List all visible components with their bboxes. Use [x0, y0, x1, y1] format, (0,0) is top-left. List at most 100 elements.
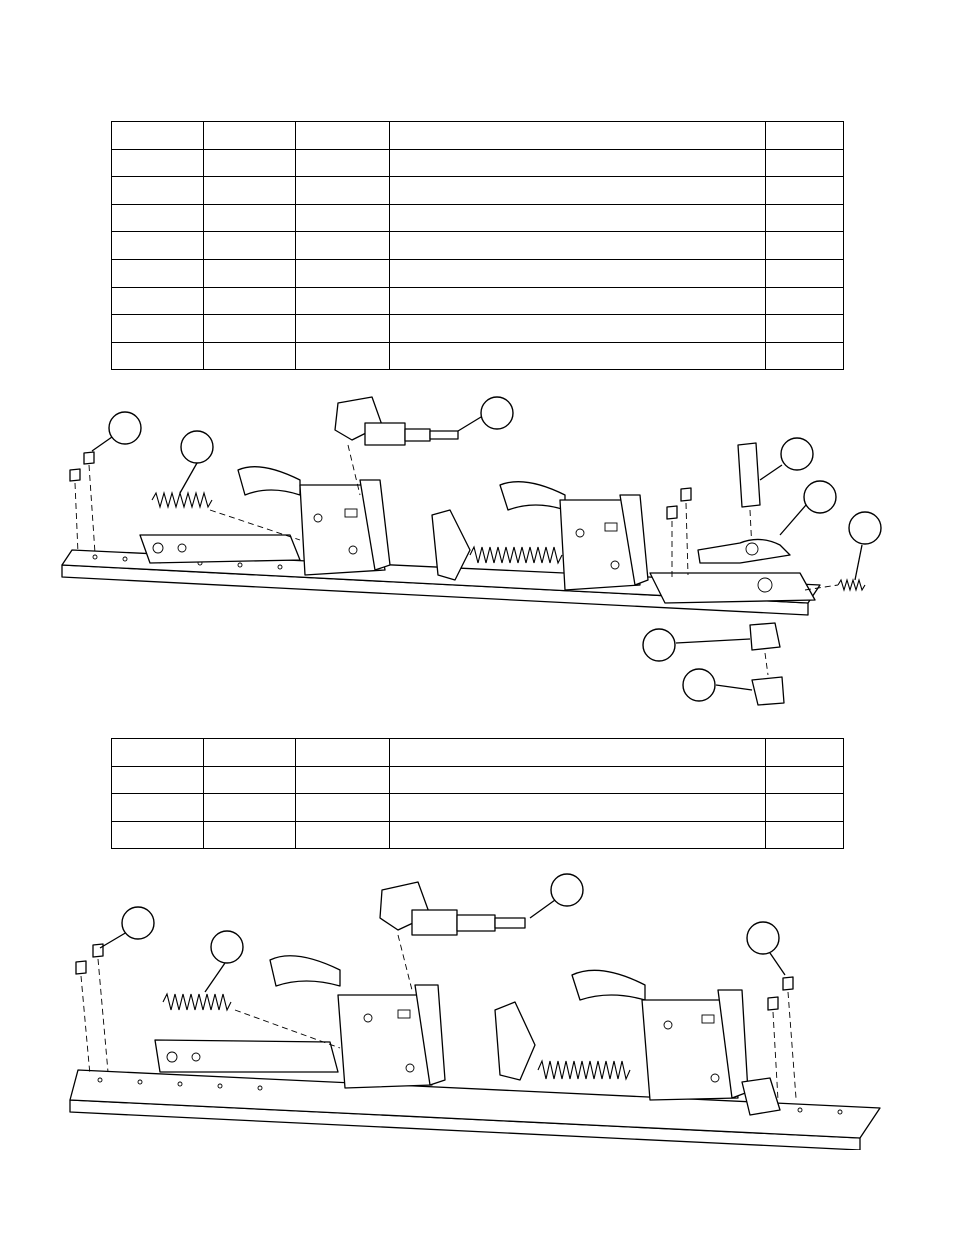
- cam-plate: [697, 538, 791, 564]
- table-cell: [203, 121, 296, 150]
- actuator-cylinder: [334, 396, 459, 496]
- middle-bracket: [431, 509, 471, 581]
- table-row: [111, 176, 844, 205]
- slider-arm: [154, 1039, 339, 1073]
- parts-table-bottom: [111, 738, 844, 850]
- table-cell: [111, 341, 204, 371]
- table-cell: [111, 203, 204, 233]
- callout-balloon: [746, 921, 780, 955]
- callout-balloon: [180, 430, 214, 464]
- hex-pin: [737, 442, 761, 551]
- table-cell: [389, 176, 766, 205]
- table-cell: [295, 121, 390, 150]
- return-spring: [151, 490, 301, 541]
- table-cell: [765, 231, 844, 260]
- table-cell: [765, 148, 844, 178]
- table-cell: [389, 793, 766, 822]
- table-cell: [295, 148, 390, 178]
- table-row: [111, 286, 844, 316]
- table-cell: [389, 738, 766, 767]
- table-cell: [203, 176, 296, 205]
- table-cell: [295, 820, 390, 850]
- table-cell: [203, 148, 296, 178]
- screws-left: [69, 451, 96, 554]
- table-row: [111, 793, 844, 822]
- table-cell: [111, 176, 204, 205]
- table-row: [111, 148, 844, 178]
- small-spring: [804, 578, 866, 592]
- callout-balloon: [848, 511, 882, 545]
- table-cell: [203, 765, 296, 795]
- callout-balloon: [480, 396, 514, 430]
- table-cell: [765, 203, 844, 233]
- table-cell: [111, 314, 204, 343]
- table-row: [111, 203, 844, 233]
- parts-table-top-body: [111, 121, 844, 371]
- table-cell: [389, 765, 766, 795]
- callout-balloon: [642, 628, 676, 662]
- screws-right: [767, 976, 797, 1101]
- table-row: [111, 231, 844, 260]
- callout-balloon: [108, 411, 142, 445]
- seat-track-rail: [69, 1069, 881, 1150]
- table-cell: [295, 793, 390, 822]
- table-cell: [765, 121, 844, 150]
- table-cell: [111, 765, 204, 795]
- latch-housing-right: [499, 481, 649, 591]
- table-cell: [295, 314, 390, 343]
- parts-table-top: [111, 121, 844, 371]
- callout-balloon: [121, 906, 155, 940]
- table-cell: [203, 258, 296, 288]
- table-cell: [765, 176, 844, 205]
- table-cell: [111, 148, 204, 178]
- table-cell: [295, 176, 390, 205]
- rear-plate: [649, 572, 816, 604]
- return-spring: [162, 992, 341, 1049]
- table-cell: [295, 341, 390, 371]
- table-cell: [389, 820, 766, 850]
- callout-balloons-bottom: [99, 873, 786, 993]
- table-cell: [295, 765, 390, 795]
- table-cell: [203, 793, 296, 822]
- table-cell: [389, 314, 766, 343]
- table-cell: [765, 314, 844, 343]
- callout-balloon: [550, 873, 584, 907]
- table-cell: [765, 738, 844, 767]
- table-cell: [203, 203, 296, 233]
- callout-balloon: [780, 437, 814, 471]
- actuator-cylinder: [379, 881, 526, 991]
- table-cell: [295, 258, 390, 288]
- table-row: [111, 820, 844, 850]
- latch-housing-left: [237, 466, 391, 576]
- table-cell: [203, 231, 296, 260]
- table-row: [111, 341, 844, 371]
- rear-loop: [741, 1077, 781, 1116]
- table-row: [111, 738, 844, 767]
- latch-housing-right: [571, 969, 749, 1101]
- table-cell: [111, 820, 204, 850]
- table-cell: [203, 820, 296, 850]
- screws-right: [666, 487, 692, 580]
- table-row: [111, 258, 844, 288]
- table-cell: [111, 121, 204, 150]
- main-spring: [469, 545, 563, 565]
- slider-arm: [139, 534, 301, 564]
- screws-left: [75, 943, 109, 1076]
- table-row: [111, 121, 844, 150]
- table-cell: [295, 286, 390, 316]
- callout-balloon: [682, 668, 716, 702]
- retaining-clip: [751, 676, 785, 706]
- table-cell: [295, 231, 390, 260]
- middle-bracket: [494, 1001, 536, 1081]
- main-spring: [537, 1059, 631, 1081]
- table-cell: [389, 231, 766, 260]
- table-cell: [389, 286, 766, 316]
- table-cell: [111, 286, 204, 316]
- table-cell: [203, 738, 296, 767]
- callout-balloon: [210, 930, 244, 964]
- table-cell: [203, 341, 296, 371]
- table-row: [111, 314, 844, 343]
- table-cell: [203, 314, 296, 343]
- callout-balloon: [803, 480, 837, 514]
- table-row: [111, 765, 844, 795]
